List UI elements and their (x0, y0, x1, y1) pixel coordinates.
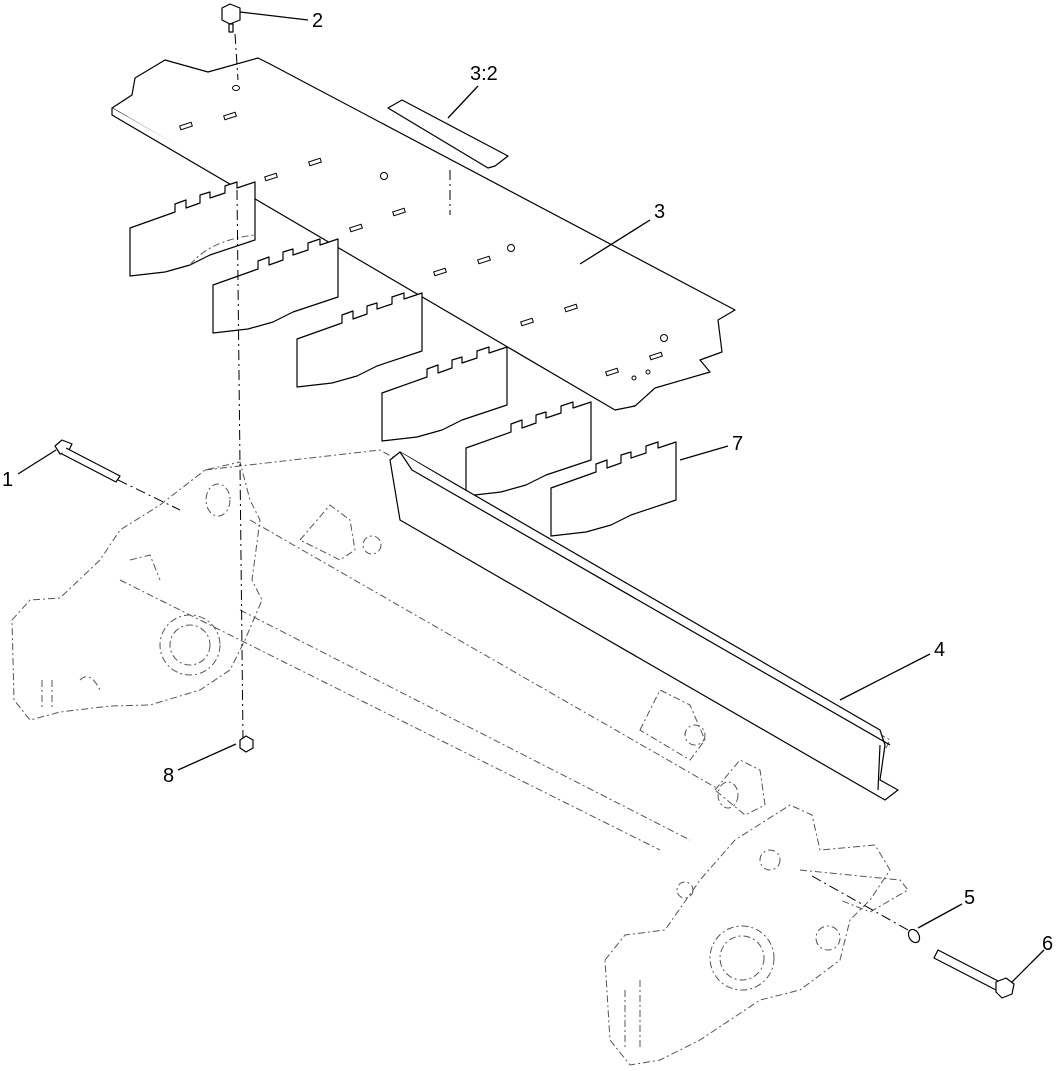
callout-7: 7 (732, 433, 743, 455)
shield-part-4 (389, 451, 899, 801)
callout-1: 1 (2, 469, 13, 491)
callout-3: 3 (654, 201, 665, 223)
leader-lines (17, 11, 1045, 983)
callout-6: 6 (1042, 933, 1053, 955)
callout-8: 8 (163, 765, 174, 787)
callout-2: 2 (312, 10, 323, 32)
decal-part-3-2 (387, 99, 509, 169)
flap-plates-part-7 (129, 181, 677, 537)
bolt-part-1 (54, 439, 181, 511)
bolt-part-6 (933, 949, 1015, 999)
nut-part-8 (239, 735, 254, 753)
washer-part-5 (811, 875, 921, 944)
callout-3-2: 3:2 (470, 63, 498, 85)
callout-5: 5 (964, 887, 975, 909)
plate-slots (179, 85, 668, 381)
bolt-part-2 (221, 3, 244, 741)
callout-4: 4 (934, 639, 945, 661)
frame-phantom (11, 449, 909, 1066)
top-plate-part-3 (111, 57, 736, 411)
callout-labels: 2 3:2 3 1 7 4 8 5 6 (2, 10, 1053, 955)
